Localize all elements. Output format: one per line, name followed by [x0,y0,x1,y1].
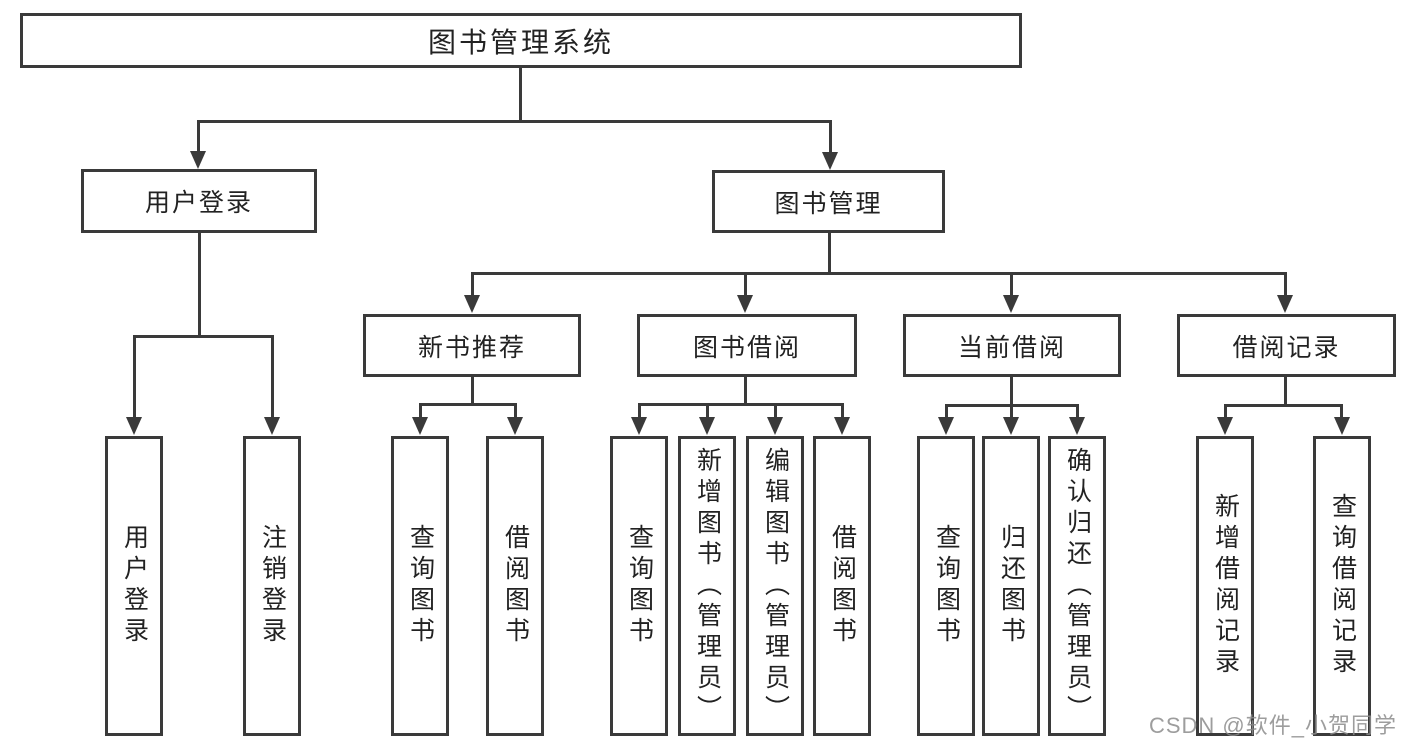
connector-rail [638,403,843,406]
connector-rail [1224,404,1343,407]
connector-stem [133,335,136,418]
connector-stem [1010,377,1013,406]
arrowhead-down-icon [1069,417,1085,435]
leaf-query-books: 查询图书 [610,436,668,736]
node-label: 图书管理 [774,189,883,218]
node-label: 新增借阅记录 [1211,493,1240,679]
arrowhead-down-icon [126,417,142,435]
connector-stem [197,120,200,153]
arrowhead-down-icon [1334,417,1350,435]
node-library-management-system: 图书管理系统 [20,13,1022,68]
arrowhead-down-icon [1277,295,1293,313]
connector-stem [1076,404,1079,418]
connector-stem [419,403,422,418]
connector-stem [1284,377,1287,406]
node-label: 用户登录 [144,189,253,217]
connector-stem [638,403,641,418]
connector-stem [1224,404,1227,418]
node-book-borrowing: 图书借阅 [637,314,857,377]
leaf-edit-books-admin: 编辑图书（管理员） [746,436,804,736]
node-book-management: 图书管理 [712,170,945,233]
connector-stem [744,272,747,297]
leaf-user-login: 用户登录 [105,436,163,736]
arrowhead-down-icon [699,417,715,435]
arrowhead-down-icon [1003,417,1019,435]
connector-stem [1284,272,1287,297]
connector-stem [841,403,844,418]
arrowhead-down-icon [190,151,206,169]
arrowhead-down-icon [834,417,850,435]
connector-stem [744,377,747,405]
connector-stem [271,335,274,418]
node-user-login: 用户登录 [81,169,317,233]
leaf-add-borrow-record: 新增借阅记录 [1196,436,1254,736]
node-label: 借阅图书 [501,524,530,648]
node-label: 查询借阅记录 [1328,493,1357,679]
connector-stem [1010,404,1013,418]
node-label: 当前借阅 [957,333,1066,362]
watermark: CSDN @软件_小贺同学 [1148,713,1397,738]
node-label: 新增图书（管理员） [693,446,722,726]
node-label: 查询图书 [932,524,961,648]
node-label: 借阅记录 [1232,333,1341,362]
node-label: 新书推荐 [417,333,526,362]
connector-stem [828,233,831,274]
arrowhead-down-icon [264,417,280,435]
connector-login-rail [133,335,274,338]
leaf-query-borrow-record: 查询借阅记录 [1313,436,1371,736]
connector-level2-rail [197,120,831,123]
connector-level3-rail [471,272,1287,275]
node-label: 归还图书 [997,524,1026,648]
leaf-return-books: 归还图书 [982,436,1040,736]
node-label: 确认归还（管理员） [1063,446,1092,726]
leaf-borrow-books: 借阅图书 [486,436,544,736]
arrowhead-down-icon [1217,417,1233,435]
node-label: 用户登录 [120,524,149,648]
connector-stem [514,403,517,418]
node-borrowing-records: 借阅记录 [1177,314,1396,377]
connector-stem [829,120,832,153]
node-label: 图书借阅 [692,333,801,362]
arrowhead-down-icon [822,152,838,170]
node-label: 注销登录 [258,524,287,648]
node-label: 查询图书 [625,524,654,648]
connector-stem [945,404,948,418]
connector-stem [198,233,201,335]
arrowhead-down-icon [737,295,753,313]
connector-rail [419,403,517,406]
arrowhead-down-icon [464,295,480,313]
node-label: 借阅图书 [828,524,857,648]
arrowhead-down-icon [507,417,523,435]
arrowhead-down-icon [412,417,428,435]
connector-stem [1010,272,1013,297]
arrowhead-down-icon [1003,295,1019,313]
leaf-add-books-admin: 新增图书（管理员） [678,436,736,736]
connector-stem [471,272,474,297]
connector-stem [706,403,709,418]
connector-root-stem [519,68,522,120]
arrowhead-down-icon [631,417,647,435]
leaf-logout: 注销登录 [243,436,301,736]
leaf-query-books: 查询图书 [391,436,449,736]
connector-stem [1340,404,1343,418]
node-label: 查询图书 [406,524,435,648]
node-current-borrowing: 当前借阅 [903,314,1121,377]
leaf-confirm-return-admin: 确认归还（管理员） [1048,436,1106,736]
leaf-query-books: 查询图书 [917,436,975,736]
node-label: 图书管理系统 [427,26,614,58]
connector-stem [471,377,474,405]
arrowhead-down-icon [938,417,954,435]
connector-stem [774,403,777,418]
leaf-borrow-books: 借阅图书 [813,436,871,736]
node-new-book-recommendation: 新书推荐 [363,314,581,377]
node-label: 编辑图书（管理员） [761,446,790,726]
arrowhead-down-icon [767,417,783,435]
